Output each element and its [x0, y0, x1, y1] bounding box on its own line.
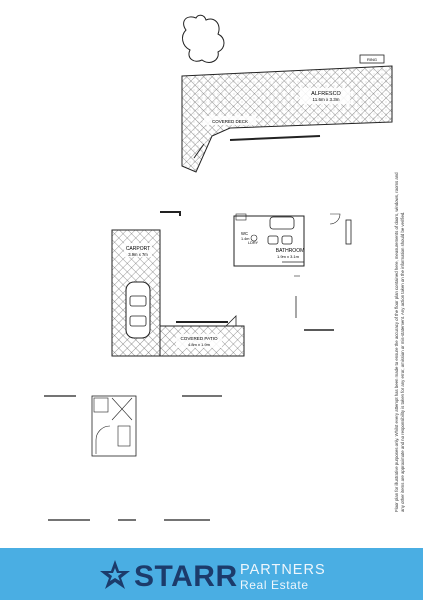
bathroom-size: 1.9m x 3.1m: [277, 254, 300, 259]
brand-partners: PARTNERS: [240, 562, 326, 578]
carport-size: 3.9m x 7m: [128, 252, 148, 257]
alfresco-area: ALFRESCO 11.6m x 3.3m COVERED DECK RING: [181, 54, 393, 173]
disclaimer-text: Floor plan for illustrative purposes onl…: [394, 172, 405, 512]
brand-name: STARR: [134, 560, 238, 593]
alfresco-size: 11.6m x 3.3m: [313, 97, 340, 102]
carport-label: CARPORT: [126, 246, 150, 252]
car-icon: [125, 281, 151, 339]
brand-footer: STARR PARTNERS Real Estate: [0, 548, 423, 600]
alfresco-label: ALFRESCO: [311, 91, 341, 97]
bathroom-label: BATHROOM: [276, 248, 305, 254]
covered-patio-label: COVERED PATIO: [180, 336, 218, 341]
brand-real-estate: Real Estate: [240, 578, 309, 592]
ring-label: RING: [367, 57, 377, 62]
tree-outline: [182, 14, 225, 63]
ldry-label: LDRY: [248, 241, 259, 245]
lower-wet-area: [44, 395, 222, 521]
wc-label: WC: [241, 231, 248, 236]
starr-star-icon: [100, 560, 130, 589]
bathroom-area: BATHROOM 1.9m x 3.1m WC 1.4m LDRY: [233, 213, 352, 331]
covered-deck-label: COVERED DECK: [212, 119, 248, 124]
wc-size: 1.4m: [241, 237, 249, 241]
floor-plan: ALFRESCO 11.6m x 3.3m COVERED DECK RING …: [44, 14, 393, 521]
covered-patio-size: 4.8m x 1.9m: [188, 342, 211, 347]
covered-patio-area: COVERED PATIO 4.8m x 1.9m: [159, 315, 245, 357]
